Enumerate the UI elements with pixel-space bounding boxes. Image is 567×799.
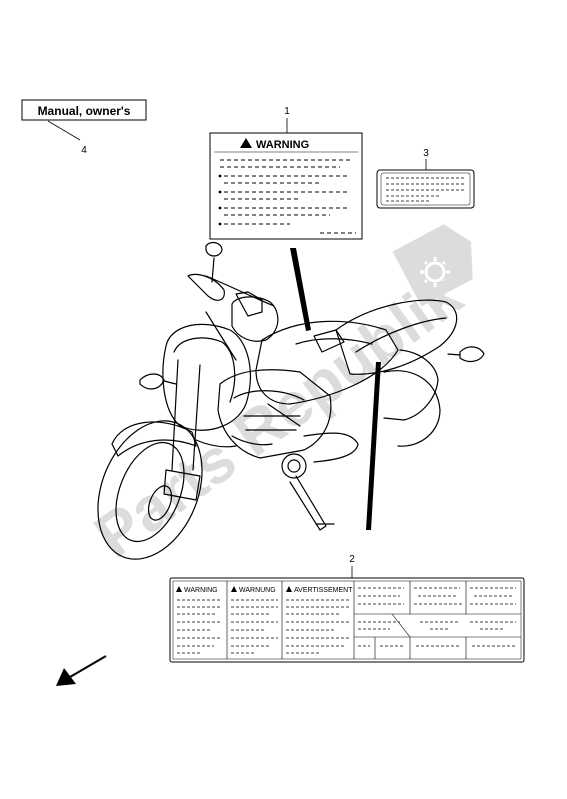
header-avertissement: AVERTISSEMENT	[294, 587, 353, 594]
part-3-label: 3	[376, 148, 475, 209]
manual-box	[21, 99, 147, 121]
warning-triangle-icon	[286, 586, 292, 592]
gear-icon	[392, 224, 473, 307]
part-2-multi-label: 2 WARNING WARNUNG AVERTISSEMENT	[169, 362, 525, 663]
callout-1: 1	[284, 106, 290, 117]
warning-triangle-icon	[176, 586, 182, 592]
warning-triangle-icon	[240, 138, 252, 148]
callout-2: 2	[349, 554, 355, 565]
warning-label-text-lines	[220, 159, 356, 234]
multi-label-panel	[169, 577, 525, 663]
part-4-manual: Manual, owner's 4	[21, 99, 147, 156]
callout-3: 3	[423, 148, 429, 159]
manual-box-label: Manual, owner's	[38, 104, 131, 118]
part-1-warning-label: 1 WARNING	[209, 106, 363, 331]
warning-triangle-icon	[231, 586, 237, 592]
header-warnung: WARNUNG	[239, 587, 276, 594]
warning-label-panel	[209, 132, 363, 240]
arrow-icon	[56, 655, 107, 686]
header-warning: WARNING	[184, 587, 218, 594]
motorcycle-illustration	[97, 241, 485, 560]
multi-label-headers: WARNING WARNUNG AVERTISSEMENT	[176, 586, 353, 594]
callout-4: 4	[81, 145, 87, 156]
small-label-text-lines	[386, 177, 466, 202]
multi-label-text-lines	[177, 587, 516, 654]
pointer-1	[290, 248, 311, 331]
small-label-panel	[376, 169, 475, 209]
watermark: Parts Republik	[83, 224, 475, 571]
warning-label-title: WARNING	[256, 139, 309, 151]
leader-line-4	[47, 120, 81, 141]
pointer-2	[366, 362, 381, 530]
